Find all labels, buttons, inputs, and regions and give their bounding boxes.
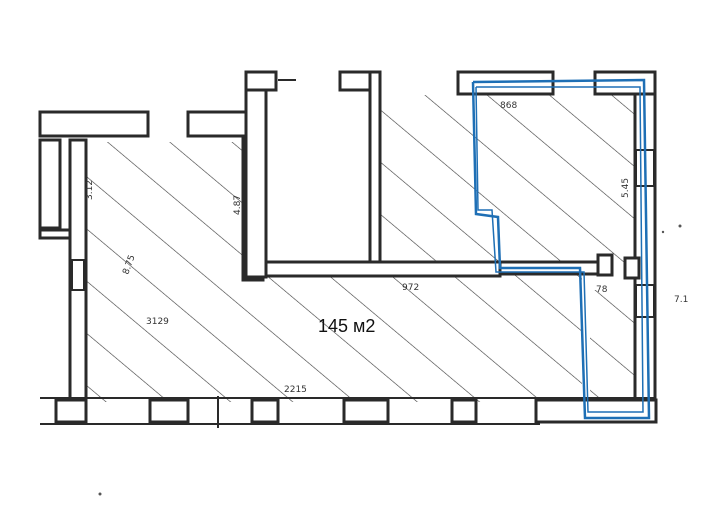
- highlighted-zone-outline: [471, 78, 651, 420]
- scan-speck: [98, 492, 102, 496]
- dim-312: 3.12: [85, 180, 95, 200]
- dim-71: 7.1: [674, 295, 688, 305]
- dim-487: 4.87: [233, 195, 243, 215]
- walls: [38, 70, 658, 428]
- dim-545: 5.45: [621, 178, 631, 198]
- scan-speck: [678, 224, 682, 228]
- hatched-floor: [84, 87, 640, 402]
- area-label: 145 м2: [318, 316, 375, 336]
- dim-972: 972: [402, 283, 419, 293]
- dim-2215: 2215: [284, 385, 307, 395]
- dim-868: 868: [500, 101, 517, 111]
- highlighted-zone-outline-inner: [475, 86, 644, 413]
- dim-78: 78: [596, 285, 608, 295]
- dim-3129: 3129: [146, 317, 169, 327]
- scan-speck: [661, 230, 665, 234]
